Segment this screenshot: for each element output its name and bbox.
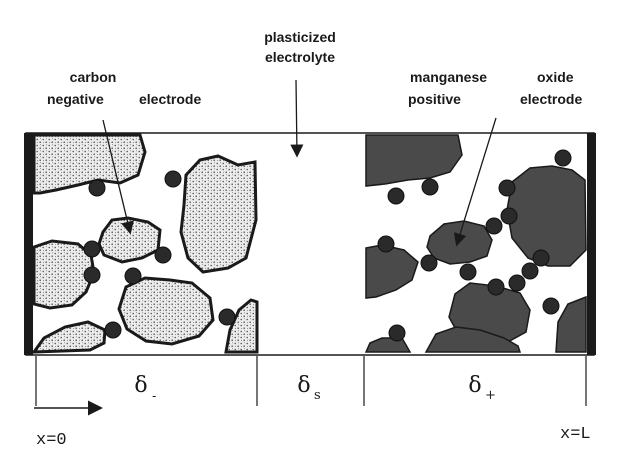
carbon-particle — [117, 276, 215, 346]
negative-label-line2: negative — [47, 91, 104, 107]
coord-right-label: x=L — [560, 425, 591, 444]
pos-thickness-symbol: δ — [468, 373, 481, 398]
electrolyte-arrow — [290, 79, 304, 158]
oxide-particle — [506, 165, 587, 267]
positive-arrow — [453, 117, 497, 247]
oxide-particle — [424, 326, 522, 353]
salt-particle — [218, 308, 236, 326]
positive-label-line2b: electrode — [520, 91, 582, 107]
salt-particle — [485, 217, 503, 235]
carbon-particles — [31, 133, 259, 354]
salt-particle — [487, 278, 505, 296]
carbon-particle — [179, 154, 258, 274]
salt-particle — [500, 207, 518, 225]
salt-particle — [498, 179, 516, 197]
salt-particle — [532, 249, 550, 267]
salt-particle — [421, 178, 439, 196]
carbon-particle — [224, 298, 259, 354]
salt-particle — [83, 266, 101, 284]
salt-particle — [154, 246, 172, 264]
oxide-particle — [365, 134, 463, 187]
salt-particle — [83, 240, 101, 258]
salt-particle — [508, 274, 526, 292]
salt-particle — [521, 262, 539, 280]
positive-label-line2: positive — [408, 91, 461, 107]
neg-thickness-subscript: - — [152, 389, 156, 404]
coord-left-label: x=0 — [36, 431, 67, 450]
sep-thickness-symbol: δ — [297, 373, 310, 398]
negative-label-line1: carbon — [70, 69, 117, 85]
salt-particle — [459, 263, 477, 281]
salt-particle — [164, 170, 182, 188]
salt-particle — [387, 187, 405, 205]
neg-thickness-symbol: δ — [134, 373, 147, 398]
salt-particle — [542, 297, 560, 315]
region-dividers — [35, 356, 587, 406]
sep-thickness-subscript: s — [314, 388, 321, 403]
positive-label-line1: manganese — [410, 69, 487, 85]
electrolyte-label-line1: plasticized — [264, 29, 336, 45]
salt-particle — [420, 254, 438, 272]
right-current-collector — [587, 133, 596, 355]
electrolyte-label-line2: electrolyte — [265, 49, 335, 65]
pos-thickness-subscript: + — [485, 388, 496, 403]
negative-arrow — [102, 119, 134, 235]
salt-particle — [104, 321, 122, 339]
carbon-particle — [31, 320, 107, 354]
salt-particle — [377, 235, 395, 253]
oxide-particle — [555, 295, 587, 353]
negative-label-line2b: electrode — [139, 91, 201, 107]
salt-particle — [554, 149, 572, 167]
salt-particle — [124, 267, 142, 285]
salt-particles — [83, 149, 572, 342]
positive-label-line1b: oxide — [537, 69, 574, 85]
left-current-collector — [24, 133, 33, 355]
salt-particle — [388, 324, 406, 342]
salt-particle — [88, 179, 106, 197]
